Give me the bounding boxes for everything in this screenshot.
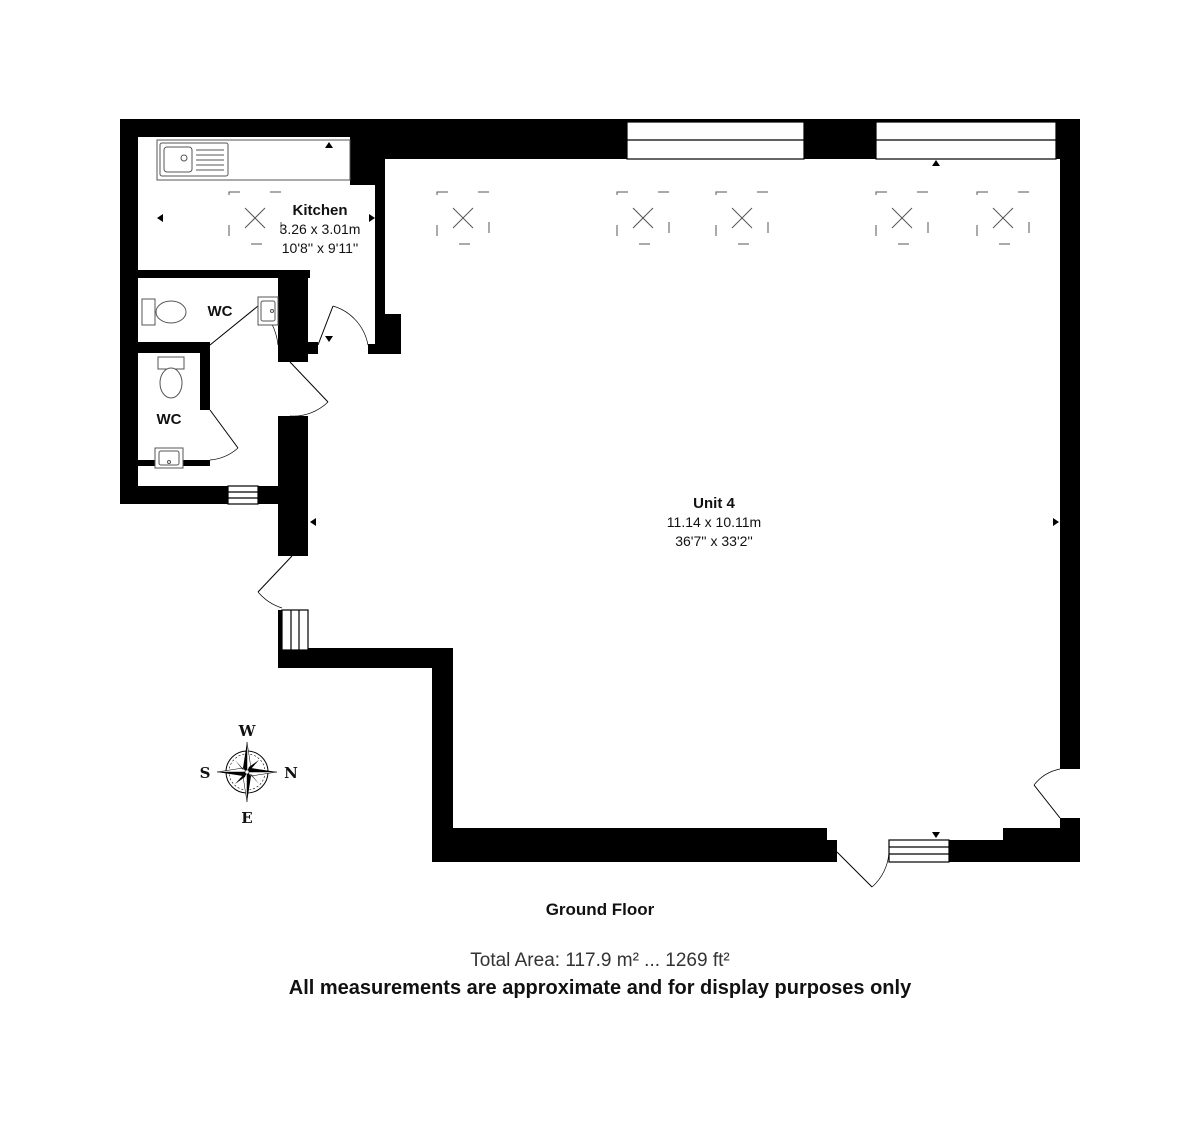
unit-name: Unit 4 xyxy=(693,495,735,512)
wall-corridor xyxy=(278,416,308,556)
dimension-arrow-icon xyxy=(310,518,316,526)
floor-label: Ground Floor xyxy=(545,900,655,919)
wall-kitchen-right xyxy=(375,119,385,349)
window-icon xyxy=(888,839,950,863)
dimension-arrows xyxy=(157,142,1059,838)
wc-upper-name: WC xyxy=(208,303,233,320)
compass-north: N xyxy=(284,764,298,782)
wall-top-thin-b xyxy=(876,119,1056,122)
dimension-arrow-icon xyxy=(932,832,940,838)
wall-bottom-a xyxy=(432,828,827,862)
wall-step-left-stub xyxy=(278,610,282,650)
door-swing-icon xyxy=(209,409,239,461)
door-swing-icon xyxy=(1033,768,1061,819)
wall-step-vertical xyxy=(432,648,453,862)
door-swing-icon xyxy=(289,361,329,417)
total-area: Total Area: 117.9 m² ... 1269 ft² xyxy=(470,950,730,971)
skylight-icon xyxy=(715,191,769,245)
basin-icon xyxy=(257,296,279,326)
wall-top-a xyxy=(385,119,627,159)
wall-wc2-bottom xyxy=(138,486,228,504)
walls xyxy=(120,119,1080,862)
windows xyxy=(227,121,1057,863)
floor-plan: Kitchen 3.26 x 3.01m 10'8'' x 9'11'' WC … xyxy=(120,119,1080,888)
dimension-arrow-icon xyxy=(369,214,375,222)
dimension-arrow-icon xyxy=(932,160,940,166)
wall-right xyxy=(1060,119,1080,769)
door-swing-icon xyxy=(836,851,890,888)
compass-south: S xyxy=(200,764,211,782)
wall-bottom-a-step xyxy=(827,840,837,862)
kitchen-name: Kitchen xyxy=(292,202,347,219)
wall-wc1-bottom xyxy=(138,342,208,353)
dimension-arrow-icon xyxy=(325,142,333,148)
dimension-arrow-icon xyxy=(325,336,333,342)
door-swing-icon xyxy=(257,555,293,609)
basin-icon xyxy=(154,447,184,469)
unit-metric: 11.14 x 10.11m xyxy=(667,514,761,530)
skylights xyxy=(228,191,1030,245)
kitchen-imperial: 10'8'' x 9'11'' xyxy=(282,240,359,256)
skylight-icon xyxy=(436,191,490,245)
skylight-icon xyxy=(616,191,670,245)
dimension-arrow-icon xyxy=(1053,518,1059,526)
unit-imperial: 36'7'' x 33'2'' xyxy=(675,533,753,549)
wall-wc1-stub xyxy=(308,342,318,354)
toilet-icon xyxy=(141,298,187,326)
dimension-arrow-icon xyxy=(157,214,163,222)
window-icon xyxy=(227,485,259,505)
window-icon xyxy=(875,121,1057,160)
skylight-icon xyxy=(875,191,929,245)
disclaimer: All measurements are approximate and for… xyxy=(288,977,912,999)
window-icon xyxy=(626,121,805,160)
wall-wc2-right-top xyxy=(200,342,210,410)
wall-kitchen-right-upper xyxy=(350,137,375,185)
wall-kitchen-bottom xyxy=(138,270,310,278)
toilet-icon xyxy=(157,356,185,399)
door-swing-icon xyxy=(317,305,369,346)
compass-west: W xyxy=(238,722,257,740)
wall-left-outer xyxy=(120,119,138,504)
wall-step-top xyxy=(278,648,453,668)
kitchen-metric: 3.26 x 3.01m xyxy=(280,221,361,237)
sink-icon xyxy=(159,142,229,177)
wc-lower-name: WC xyxy=(157,411,182,428)
wall-top-thin-a xyxy=(627,119,804,122)
wall-top-pier xyxy=(804,119,876,159)
compass-rose-icon xyxy=(216,741,278,803)
wall-kitchen-corner xyxy=(368,344,401,354)
skylight-icon xyxy=(976,191,1030,245)
wall-bottom-b xyxy=(949,840,1080,862)
wall-bottom-b-step xyxy=(1003,828,1080,842)
wall-wc2-bottom-right xyxy=(258,486,278,504)
window-icon xyxy=(281,609,309,651)
skylight-icon xyxy=(228,191,282,245)
wall-wc1-right xyxy=(278,270,308,362)
kitchen-counter xyxy=(156,139,351,181)
compass-east: E xyxy=(241,809,252,827)
wall-kitchen-top xyxy=(120,119,395,137)
doors xyxy=(209,305,1061,888)
